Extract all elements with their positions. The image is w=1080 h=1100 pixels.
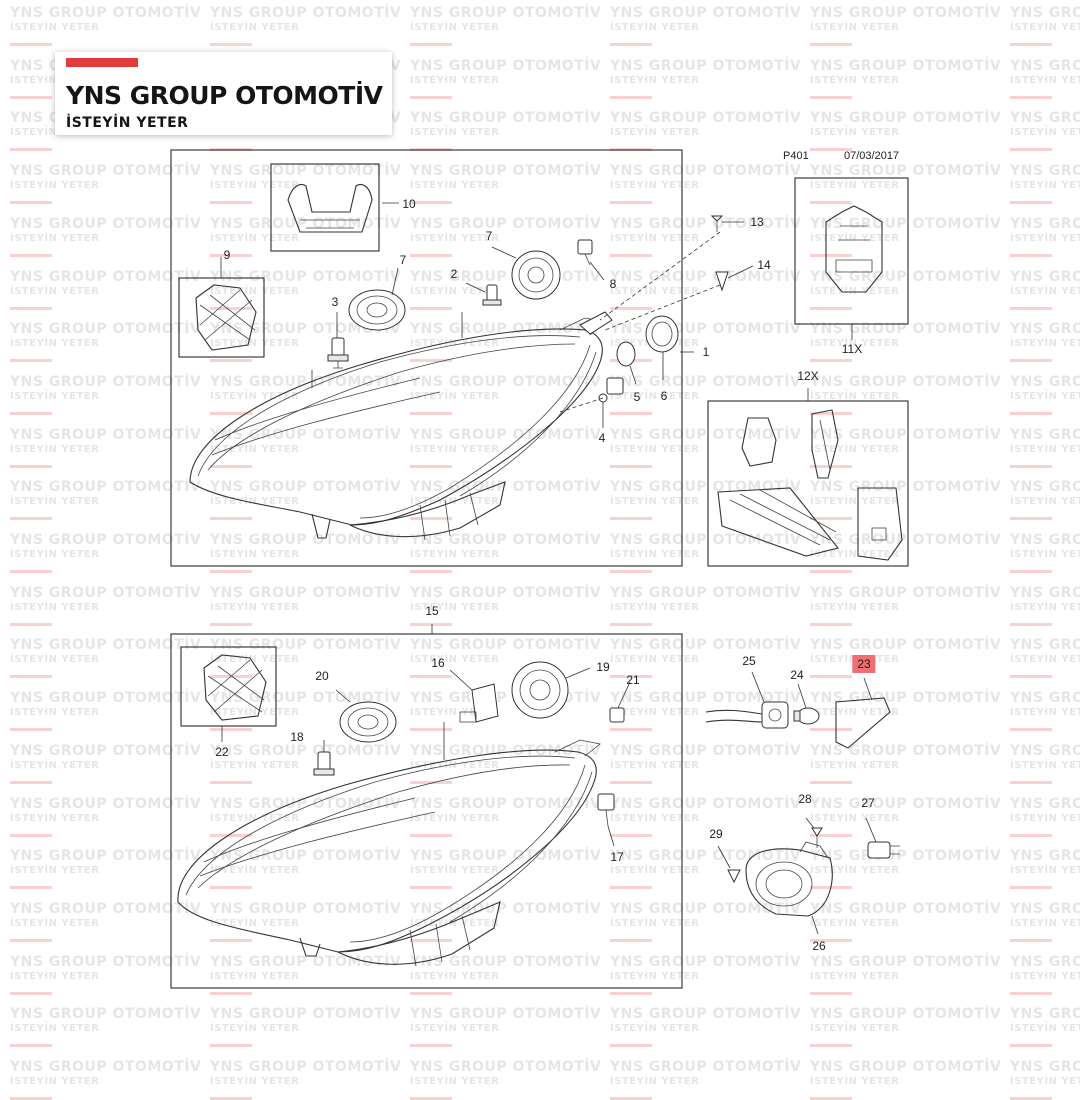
callout-27[interactable]: 27 — [861, 796, 875, 810]
module-11x — [825, 205, 883, 293]
bulb-5 — [616, 341, 636, 367]
dust-cap-7-left — [348, 289, 406, 331]
holder-17 — [597, 793, 615, 827]
callout-11x[interactable]: 11X — [841, 342, 863, 356]
leader-25 — [751, 671, 765, 703]
bulb-27 — [867, 841, 900, 859]
callout-19[interactable]: 19 — [596, 660, 610, 674]
leader-19 — [565, 667, 591, 679]
bulb-18 — [313, 751, 335, 776]
leader-14 — [727, 265, 754, 279]
leader-20 — [335, 689, 351, 703]
callout-10[interactable]: 10 — [402, 197, 416, 211]
dust-cap-19 — [511, 661, 569, 719]
leader-7b — [491, 246, 517, 259]
callout-29[interactable]: 29 — [709, 827, 723, 841]
connector-1 — [579, 311, 613, 335]
leader-5 — [629, 365, 637, 385]
brand-name: YNS GROUP OTOMOTİV — [66, 81, 383, 110]
callout-8[interactable]: 8 — [609, 277, 617, 291]
callout-16[interactable]: 16 — [431, 656, 445, 670]
leader-23 — [863, 677, 873, 701]
holder-4 — [598, 377, 624, 403]
callout-23-highlighted[interactable]: 23 — [852, 655, 876, 673]
cover-inset-box-22 — [180, 646, 277, 727]
callout-26[interactable]: 26 — [812, 939, 826, 953]
cover-22 — [203, 654, 267, 721]
dust-cap-20 — [339, 701, 397, 743]
callout-25[interactable]: 25 — [742, 654, 756, 668]
callout-28[interactable]: 28 — [798, 792, 812, 806]
callout-7b[interactable]: 7 — [485, 229, 493, 243]
bulb-24 — [793, 707, 820, 725]
cover-inset-box — [178, 277, 265, 358]
headlamp-assembly-frame-bottom — [170, 633, 683, 989]
brand-card: YNS GROUP OTOMOTİV İSTEYİN YETER — [55, 52, 392, 135]
callout-22[interactable]: 22 — [215, 745, 229, 759]
clip-14 — [715, 271, 729, 292]
callout-9[interactable]: 9 — [223, 248, 231, 262]
callout-12x[interactable]: 12X — [797, 369, 819, 383]
headlamp-housing-1 — [189, 317, 606, 541]
leader-29 — [717, 845, 731, 869]
screw-28 — [811, 827, 823, 848]
callout-18[interactable]: 18 — [290, 730, 304, 744]
leader-24 — [797, 683, 807, 709]
leader-7a — [391, 267, 399, 296]
screw-axis-13 — [599, 231, 721, 321]
bracket-inset-box — [270, 163, 380, 252]
callout-2[interactable]: 2 — [450, 267, 458, 281]
headlamp-assembly-frame-top — [170, 149, 683, 567]
leader-27 — [865, 817, 877, 843]
callout-6[interactable]: 6 — [660, 389, 668, 403]
socket-8 — [577, 239, 593, 266]
brand-accent-bar — [66, 58, 138, 67]
headlamp-housing-15 — [177, 739, 601, 967]
callout-4[interactable]: 4 — [598, 431, 606, 445]
brand-tagline: İSTEYİN YETER — [66, 115, 189, 131]
callout-24[interactable]: 24 — [790, 668, 804, 682]
kit-12x-frame — [707, 400, 909, 567]
leader-17 — [607, 825, 615, 847]
callout-14[interactable]: 14 — [757, 258, 771, 272]
clip-29 — [727, 869, 741, 884]
diagram-code: P401 — [783, 150, 809, 162]
ignitor-16 — [459, 683, 499, 723]
leader-26 — [811, 915, 819, 935]
kit-12x-parts — [717, 409, 903, 561]
diagram-date: 07/03/2017 — [844, 150, 900, 162]
dust-cap-7-right — [511, 250, 561, 300]
cover-9 — [195, 284, 257, 351]
axis-4 — [559, 397, 604, 413]
lens-23 — [835, 697, 891, 749]
fog-lamp-26 — [745, 841, 833, 917]
callout-1[interactable]: 1 — [702, 345, 710, 359]
ring-6 — [645, 315, 679, 353]
module-11x-frame — [794, 177, 909, 325]
bulb-2 — [482, 284, 502, 306]
callout-13[interactable]: 13 — [750, 215, 764, 229]
callout-15[interactable]: 15 — [425, 604, 439, 618]
harness-25 — [705, 701, 789, 729]
leader-2 — [465, 282, 486, 293]
leader-8 — [589, 261, 605, 281]
socket-21 — [609, 707, 625, 723]
screw-13 — [710, 215, 724, 232]
leader-21 — [617, 681, 631, 709]
callout-21[interactable]: 21 — [626, 673, 640, 687]
leader-28 — [805, 817, 815, 829]
callout-20[interactable]: 20 — [315, 669, 329, 683]
callout-3[interactable]: 3 — [331, 295, 339, 309]
bulb-3 — [327, 337, 349, 369]
bracket-10 — [287, 183, 373, 233]
callout-5[interactable]: 5 — [633, 390, 641, 404]
callout-7a[interactable]: 7 — [399, 253, 407, 267]
callout-17[interactable]: 17 — [610, 850, 624, 864]
leader-16 — [449, 669, 473, 691]
